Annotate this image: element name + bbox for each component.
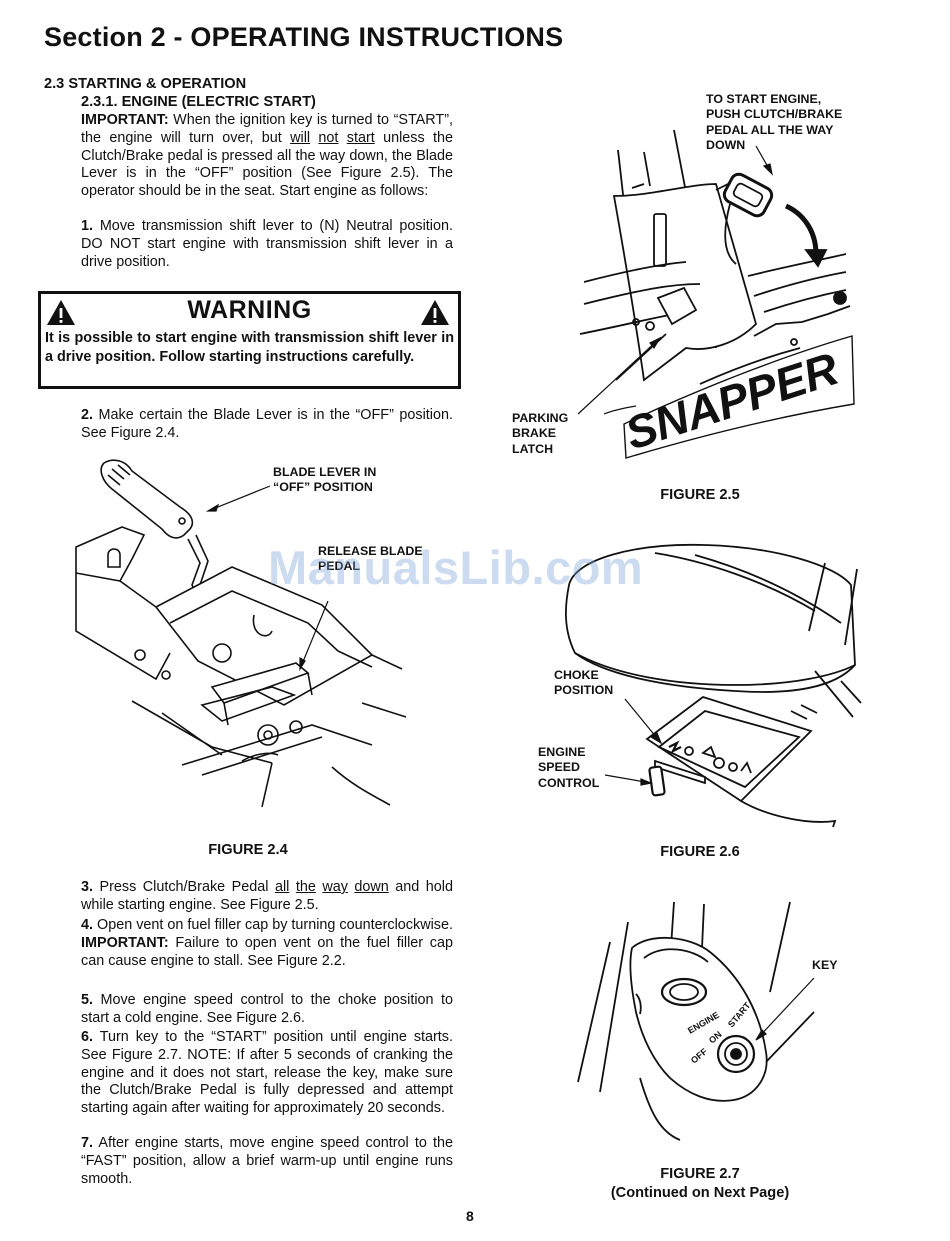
callout-parking-brake-latch: PARKING BRAKE LATCH	[512, 411, 569, 456]
important-label: IMPORTANT:	[81, 112, 169, 128]
step-1: 1. Move transmission shift lever to (N) …	[81, 218, 453, 270]
callout-blade-lever: BLADE LEVER IN “OFF” POSITION	[273, 465, 377, 495]
continued-note: (Continued on Next Page)	[610, 1185, 790, 1201]
figure-2-7-caption: FIGURE 2.7	[660, 1166, 740, 1182]
figure-2-6-illustration	[555, 525, 865, 830]
warning-triangle-icon	[421, 300, 449, 325]
figure-2-5-caption: FIGURE 2.5	[660, 487, 740, 503]
step-4: 4. Open vent on fuel filler cap by turni…	[81, 917, 453, 969]
figure-2-5-illustration: SNAPPER	[540, 84, 855, 464]
watermark: ManualsLib.com	[268, 541, 644, 594]
warning-box: WARNING It is possible to start engine w…	[38, 291, 461, 389]
section-title: Section 2 - OPERATING INSTRUCTIONS	[44, 22, 564, 52]
step-5: 5. Move engine speed control to the chok…	[81, 992, 453, 1026]
figure-2-7-illustration: ENGINE OFF ON START	[570, 882, 860, 1144]
callout-release-blade-pedal: RELEASE BLADE PEDAL	[318, 544, 423, 574]
page-number: 8	[466, 1208, 474, 1224]
figure-2-6-caption: FIGURE 2.6	[660, 844, 740, 860]
callout-key: KEY	[812, 958, 838, 972]
heading-2-3: 2.3 STARTING & OPERATION	[44, 76, 247, 92]
important-paragraph: IMPORTANT: When the ignition key is turn…	[81, 112, 454, 200]
step-6: 6. Turn key to the “START” position unti…	[81, 1029, 453, 1117]
callout-choke-position: CHOKE POSITION	[554, 668, 614, 698]
step-7: 7. After engine starts, move engine spee…	[81, 1135, 453, 1187]
heading-2-3-1: 2.3.1. ENGINE (ELECTRIC START)	[81, 94, 316, 110]
figure-2-4-caption: FIGURE 2.4	[208, 842, 288, 858]
figure-2-4-illustration	[72, 455, 437, 810]
step-3: 3. Press Clutch/Brake Pedal all the way …	[81, 879, 453, 913]
warning-triangle-icon	[47, 300, 75, 325]
step-2: 2. Make certain the Blade Lever is in th…	[81, 407, 453, 441]
warning-title: WARNING	[187, 296, 312, 324]
callout-push-clutch-brake: TO START ENGINE, PUSH CLUTCH/BRAKE PEDAL…	[706, 92, 843, 153]
callout-engine-speed-control: ENGINE SPEED CONTROL	[538, 745, 600, 790]
warning-text: It is possible to start engine with tran…	[45, 330, 454, 365]
